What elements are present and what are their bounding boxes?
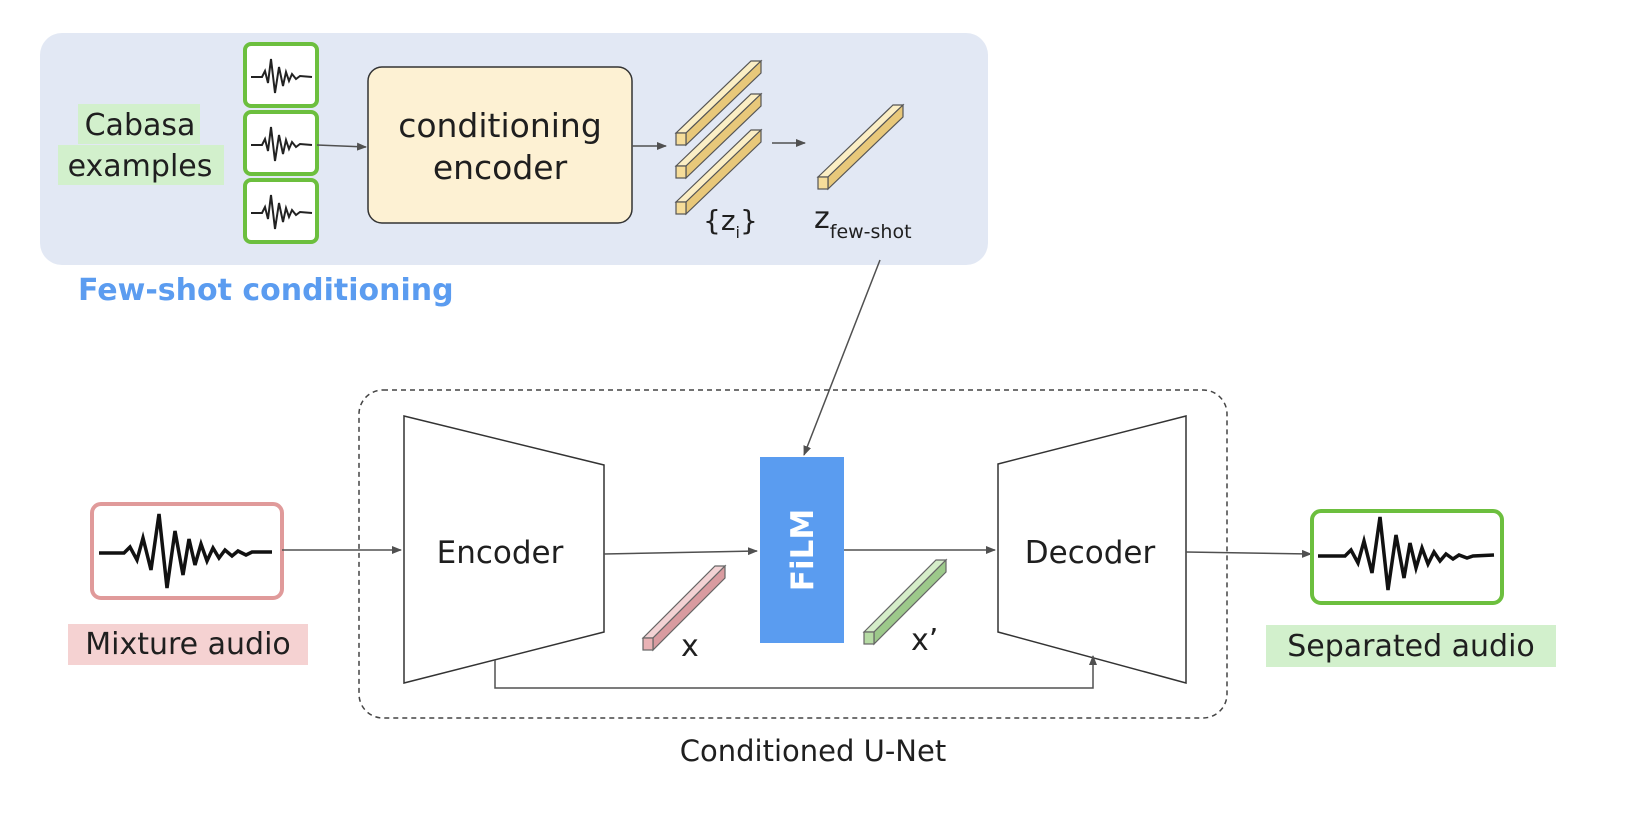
cabasa-example-3 [243, 178, 319, 244]
mixture-audio-box [90, 502, 284, 600]
separated-audio-text: Separated audio [1287, 629, 1535, 664]
pooled-label-sub: few-shot [830, 221, 912, 243]
conditioning-encoder: conditioning encoder [367, 66, 633, 224]
cabasa-label-line1: Cabasa [85, 108, 196, 143]
cabasa-example-2 [243, 110, 319, 176]
unet-decoder-label: Decoder [1025, 535, 1156, 571]
cabasa-examples-label: Cabasa examples [58, 104, 224, 185]
feature-x-prism [641, 564, 727, 652]
feature-x-label: x [681, 629, 699, 664]
arrow-encoder-to-film [603, 547, 758, 556]
waveform-icon [1318, 516, 1495, 591]
arrow-examples-to-encoder [316, 142, 367, 151]
embeddings-label-close: } [740, 204, 758, 237]
pooled-embedding-prism [816, 103, 905, 191]
film-label: FiLM [785, 509, 821, 591]
mixture-audio-text: Mixture audio [85, 627, 291, 662]
separated-audio-box [1310, 509, 1504, 605]
conditioning-encoder-line1: conditioning [398, 106, 602, 145]
film-block: FiLM [760, 457, 844, 643]
pooled-embedding-label: zfew-shot [814, 201, 912, 243]
arrow-pooled-to-film [803, 259, 881, 456]
embeddings-label-main: {z [703, 204, 736, 237]
unet-label: Conditioned U-Net [680, 734, 946, 768]
few-shot-section-label: Few-shot conditioning [78, 273, 454, 308]
waveform-icon [99, 513, 272, 589]
cabasa-label-line2: examples [68, 149, 213, 184]
unet-encoder: Encoder [403, 415, 605, 684]
embedding-prism-1 [674, 59, 763, 147]
mixture-audio-label: Mixture audio [68, 624, 308, 665]
unet-boundary [358, 389, 1228, 719]
feature-xprime-prism [862, 558, 948, 646]
unet-decoder: Decoder [997, 415, 1187, 684]
conditioning-encoder-line2: encoder [433, 148, 568, 187]
unet-encoder-label: Encoder [437, 535, 564, 571]
feature-xprime-label: x’ [911, 623, 938, 658]
waveform-icon [251, 58, 313, 94]
arrow-decoder-to-separated [1185, 549, 1312, 558]
embeddings-label-sub: i [736, 223, 740, 242]
embeddings-label: {zi} [703, 204, 758, 242]
cabasa-example-1 [243, 42, 319, 108]
waveform-icon [251, 194, 313, 230]
embedding-prism-3 [674, 128, 763, 216]
separated-audio-label: Separated audio [1266, 625, 1556, 667]
pooled-label-main: z [814, 201, 830, 236]
embedding-prism-2 [674, 92, 763, 180]
skip-connection [494, 655, 1097, 689]
waveform-icon [251, 126, 313, 162]
